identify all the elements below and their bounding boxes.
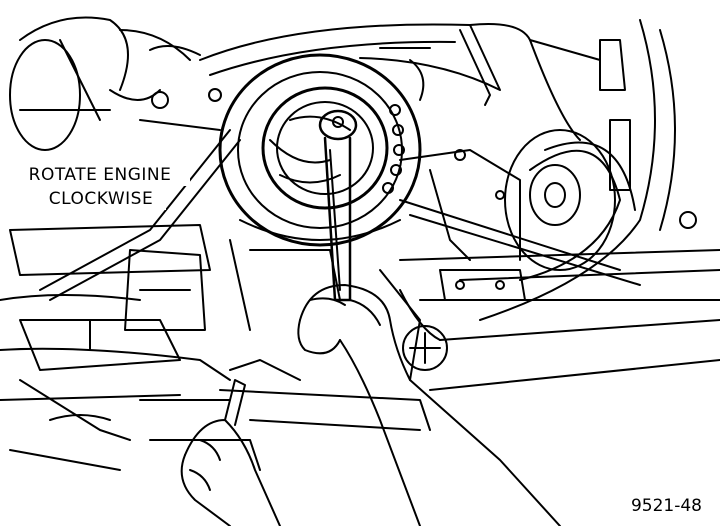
left-hand <box>180 379 281 526</box>
idler-pulley <box>479 19 697 321</box>
callout-line-1: ROTATE ENGINE <box>10 164 190 186</box>
ratchet-wrench <box>318 109 358 302</box>
engine-block-outline <box>149 23 601 261</box>
crankshaft-pulley <box>218 53 422 247</box>
drive-belt <box>39 129 641 301</box>
callout-line-2: CLOCKWISE <box>36 188 166 210</box>
right-hand <box>297 284 561 526</box>
transmission-housing <box>0 16 231 471</box>
frame-crossmember <box>139 239 720 471</box>
figure-number: 9521-48 <box>630 496 702 516</box>
